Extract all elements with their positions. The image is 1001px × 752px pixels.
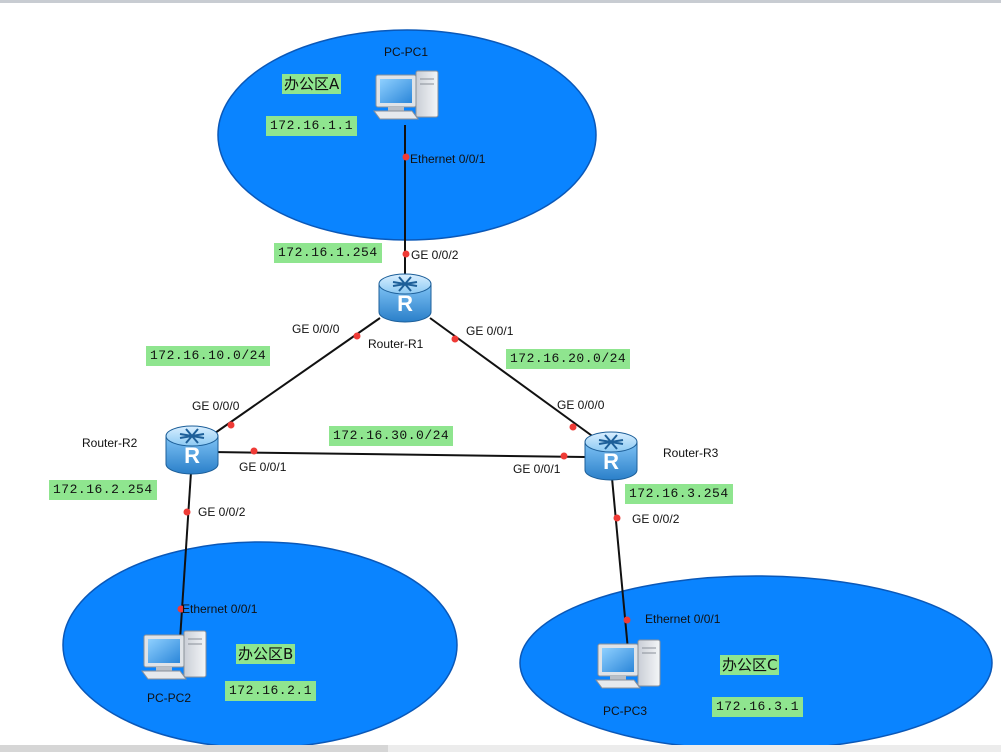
port-dot-pc1-eth [402,153,410,161]
pc-icon[interactable] [141,630,207,680]
port-dot-pc2-eth [177,605,185,613]
port-dot-r3-g2 [613,514,621,522]
link-r1-r2 [204,317,381,441]
router-icon[interactable] [584,431,638,481]
port-dot-r2-g1 [250,447,258,455]
pc-icon[interactable] [595,639,661,689]
router-icon[interactable] [378,273,432,323]
port-label-pc3-eth: Ethernet 0/0/1 [645,612,721,626]
port-label-r2-g0: GE 0/0/0 [192,399,240,413]
port-dot-r2-g2 [183,508,191,516]
zone-b-label: 办公区B [236,644,296,664]
router-icon[interactable] [165,425,219,475]
pc1-name: PC-PC1 [384,45,429,59]
pc-icon[interactable] [373,70,439,120]
router-r1-name: Router-R1 [368,337,424,351]
port-label-r1-g1: GE 0/0/1 [466,324,514,338]
net-r2-r3-label: 172.16.30.0/24 [329,426,454,446]
bottom-scrollbar-area [388,745,1001,752]
bottom-scrollbar-track[interactable] [0,745,388,752]
port-label-r3-g1: GE 0/0/1 [513,462,561,476]
port-dot-r3-g0 [569,423,577,431]
pc2-ip-label: 172.16.2.1 [225,681,317,701]
port-dot-r1-g0 [353,332,361,340]
pc1-ip-label: 172.16.1.1 [266,116,358,136]
pc3-name: PC-PC3 [603,704,648,718]
port-dot-r3-g1 [560,452,568,460]
r3-lan-ip-label: 172.16.3.254 [625,484,733,504]
port-label-pc1-eth: Ethernet 0/0/1 [410,152,486,166]
port-label-r1-g2: GE 0/0/2 [411,248,459,262]
port-dot-r2-g0 [227,421,235,429]
zone-a-label: 办公区A [282,74,342,94]
zone-c-label: 办公区C [720,655,780,675]
port-dot-r1-g2 [402,250,410,258]
pc3-ip-label: 172.16.3.1 [712,697,804,717]
port-label-r1-g0: GE 0/0/0 [292,322,340,336]
window-top-border [0,0,1001,3]
port-label-pc2-eth: Ethernet 0/0/1 [182,602,258,616]
port-label-r3-g0: GE 0/0/0 [557,398,605,412]
net-r1-r2-label: 172.16.10.0/24 [146,346,271,366]
port-label-r3-g2: GE 0/0/2 [632,512,680,526]
router-r2-name: Router-R2 [82,436,138,450]
router-r3-name: Router-R3 [663,446,719,460]
port-label-r2-g2: GE 0/0/2 [198,505,246,519]
r2-lan-ip-label: 172.16.2.254 [49,480,157,500]
port-label-r2-g1: GE 0/0/1 [239,460,287,474]
pc2-name: PC-PC2 [147,691,192,705]
r1-lan-ip-label: 172.16.1.254 [274,243,382,263]
port-dot-r1-g1 [451,335,459,343]
net-r1-r3-label: 172.16.20.0/24 [506,349,631,369]
link-r2-r3 [211,451,586,458]
port-dot-pc3-eth [623,616,631,624]
